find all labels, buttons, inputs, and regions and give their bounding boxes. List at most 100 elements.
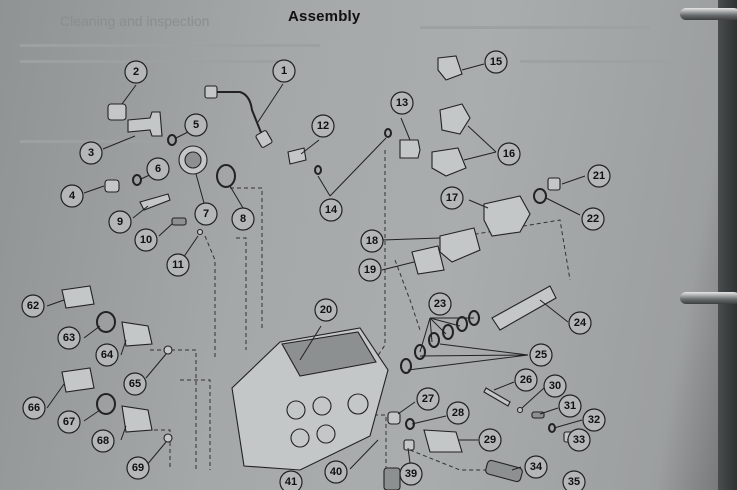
svg-text:9: 9 [117, 216, 123, 228]
seal-rings-23-25 [400, 310, 480, 374]
callout-19: 19 [358, 258, 382, 282]
callout-18: 18 [360, 229, 384, 253]
callout-17: 17 [440, 186, 464, 210]
callout-5: 5 [184, 113, 208, 137]
callout-12: 12 [311, 114, 335, 138]
tube-nut-upper [204, 85, 218, 99]
callout-35: 35 [562, 470, 586, 490]
fitting-part-13 [399, 139, 421, 159]
callout-21: 21 [587, 164, 611, 188]
fitting-part-64 [121, 321, 153, 347]
callout-8: 8 [231, 207, 255, 231]
callout-20: 20 [314, 298, 338, 322]
svg-text:16: 16 [503, 148, 515, 160]
plug-part-4 [104, 179, 120, 193]
callout-32: 32 [582, 408, 606, 432]
callout-33: 33 [567, 428, 591, 452]
callout-4: 4 [60, 184, 84, 208]
svg-text:13: 13 [396, 97, 408, 109]
callout-29: 29 [478, 428, 502, 452]
callout-15: 15 [484, 50, 508, 74]
callout-68: 68 [91, 429, 115, 453]
pin-part-9 [139, 193, 171, 211]
svg-text:10: 10 [140, 234, 152, 246]
svg-text:27: 27 [422, 393, 434, 405]
svg-text:4: 4 [69, 190, 76, 202]
callout-10: 10 [134, 228, 158, 252]
nut-part-21 [547, 177, 561, 191]
callout-1: 1 [272, 59, 296, 83]
tube-nut-lower [255, 130, 273, 148]
svg-text:68: 68 [97, 435, 109, 447]
spring-part-40 [383, 467, 401, 490]
washer-part-22 [533, 188, 547, 204]
callout-22: 22 [581, 207, 605, 231]
fitting-part-29 [423, 429, 463, 453]
ball-part-11 [196, 228, 204, 236]
callout-63: 63 [57, 326, 81, 350]
svg-text:29: 29 [484, 434, 496, 446]
callout-69: 69 [126, 456, 150, 480]
callout-2: 2 [124, 60, 148, 84]
svg-text:35: 35 [568, 476, 580, 488]
svg-text:33: 33 [573, 434, 585, 446]
pin-part-26 [483, 387, 511, 407]
bleed-through-text: Cleaning and inspection [20, 13, 670, 143]
callout-62: 62 [21, 294, 45, 318]
plug-part-12 [287, 147, 307, 165]
tee-part-16a [439, 103, 471, 135]
ball-part-30 [516, 406, 524, 414]
o-ring-part-63 [96, 311, 116, 333]
binder-spine [718, 0, 737, 490]
svg-text:1: 1 [281, 65, 287, 77]
svg-text:18: 18 [366, 235, 378, 247]
callout-26: 26 [514, 368, 538, 392]
callout-23: 23 [428, 292, 452, 316]
svg-text:41: 41 [285, 476, 297, 488]
callout-34: 34 [524, 455, 548, 479]
valve-housing-part-20 [231, 327, 389, 471]
plug-part-39 [403, 439, 415, 451]
svg-text:6: 6 [155, 163, 161, 175]
svg-text:5: 5 [193, 119, 199, 131]
svg-text:8: 8 [240, 213, 246, 225]
svg-text:7: 7 [203, 208, 209, 220]
svg-text:20: 20 [320, 304, 332, 316]
flange-part-19 [411, 245, 445, 275]
svg-text:69: 69 [132, 462, 144, 474]
svg-text:32: 32 [588, 414, 600, 426]
svg-text:63: 63 [63, 332, 75, 344]
callout-16: 16 [497, 142, 521, 166]
callout-7: 7 [194, 202, 218, 226]
svg-text:19: 19 [364, 264, 376, 276]
fitting-part-68 [121, 405, 153, 433]
binder-ring-bottom [680, 292, 737, 304]
svg-text:14: 14 [325, 204, 338, 216]
svg-text:67: 67 [63, 416, 75, 428]
tee-part-16b [431, 147, 467, 177]
leader-lines [46, 63, 586, 471]
callout-39: 39 [399, 462, 423, 486]
callout-27: 27 [416, 387, 440, 411]
callout-66: 66 [22, 396, 46, 420]
plug-part-27 [387, 411, 401, 425]
callout-9: 9 [108, 210, 132, 234]
fitting-part-66 [61, 367, 95, 393]
tee-fitting-part-3 [127, 111, 163, 137]
nut-part-2 [107, 103, 127, 121]
svg-text:66: 66 [28, 402, 40, 414]
callout-40: 40 [324, 460, 348, 484]
callout-41: 41 [279, 470, 303, 490]
svg-text:17: 17 [446, 192, 458, 204]
svg-text:15: 15 [490, 56, 502, 68]
svg-text:30: 30 [549, 380, 561, 392]
svg-text:25: 25 [535, 349, 547, 361]
o-ring-part-6 [132, 174, 142, 186]
callout-13: 13 [390, 91, 414, 115]
callout-64: 64 [95, 343, 119, 367]
svg-text:22: 22 [587, 213, 599, 225]
svg-text:11: 11 [172, 259, 184, 271]
svg-text:39: 39 [405, 468, 417, 480]
